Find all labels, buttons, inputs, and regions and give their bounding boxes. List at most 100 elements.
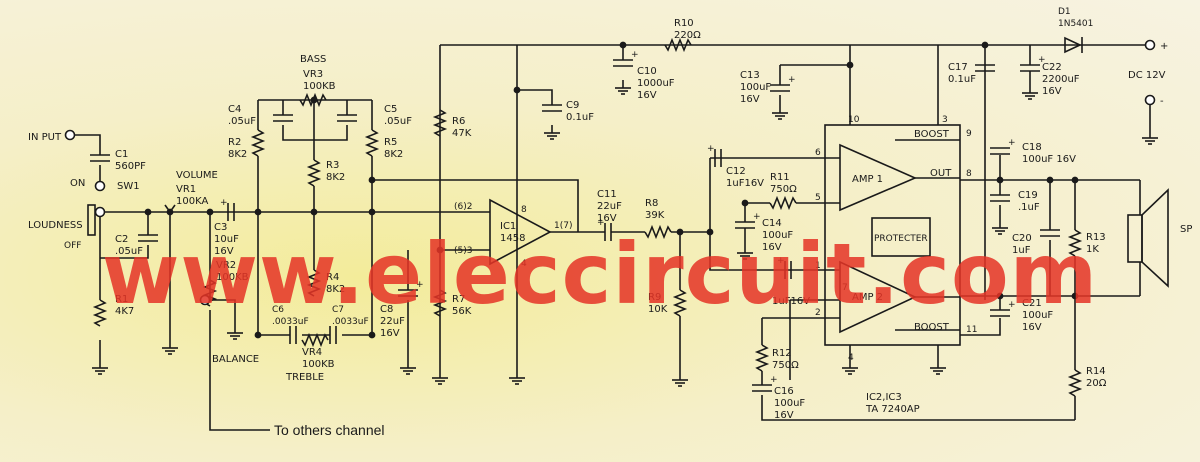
ground-symbol bbox=[432, 370, 448, 385]
ic-pin-10: 10 bbox=[848, 115, 860, 125]
c22-label-line-0: C22 bbox=[1042, 62, 1062, 73]
c17-capacitor bbox=[975, 64, 995, 72]
ic1-pin-2: (6)2 bbox=[454, 202, 472, 212]
c2-label-line-0: C2 bbox=[115, 234, 128, 245]
c5-label-line-1: .05uF bbox=[384, 116, 412, 127]
svg-text:+: + bbox=[597, 218, 605, 228]
out-label: OUT bbox=[930, 168, 952, 179]
dc-minus: - bbox=[1160, 96, 1164, 107]
c22-label-line-1: 2200uF bbox=[1042, 74, 1080, 85]
r12-resistor bbox=[754, 344, 770, 372]
r6-label-line-0: R6 bbox=[452, 116, 465, 127]
ic-pin-11: 11 bbox=[966, 325, 977, 335]
boost-bottom-label: BOOST bbox=[914, 322, 950, 333]
ic2-ic3-package bbox=[824, 124, 961, 346]
junction-dot bbox=[254, 331, 262, 339]
parts: ++++++++++++ bbox=[64, 36, 1169, 397]
c9-label-line-0: C9 bbox=[566, 100, 579, 111]
c4-capacitor bbox=[273, 114, 293, 122]
watermark: www.eleccircuit.com bbox=[101, 225, 1099, 323]
c16-label-line-1: 100uF bbox=[774, 398, 805, 409]
d1-label-line-1: 1N5401 bbox=[1058, 19, 1093, 29]
c2-label-line-1: .05uF bbox=[115, 246, 143, 257]
svg-text:+: + bbox=[416, 280, 424, 290]
treble-label: TREBLE bbox=[285, 372, 324, 383]
r12-label-line-0: R12 bbox=[772, 348, 792, 359]
c3-label-line-0: C3 bbox=[214, 222, 227, 233]
r4-resistor bbox=[306, 269, 322, 297]
c19-capacitor bbox=[990, 194, 1010, 202]
r6-label-line-1: 47K bbox=[452, 128, 472, 139]
c15-capacitor: + bbox=[777, 256, 792, 279]
svg-text:+: + bbox=[1008, 300, 1016, 310]
sw1-switch bbox=[87, 204, 96, 236]
wire bbox=[209, 310, 270, 431]
c3-label-line-2: 16V bbox=[214, 246, 234, 257]
c3-capacitor: + bbox=[220, 198, 235, 221]
r4-label-line-1: 8K2 bbox=[326, 284, 345, 295]
amp1-label: AMP 1 bbox=[852, 174, 883, 185]
r1-resistor bbox=[92, 299, 108, 327]
input-label: IN PUT bbox=[28, 132, 62, 143]
vr1-label-line-0: VR1 bbox=[176, 184, 196, 195]
c10-label-line-0: C10 bbox=[637, 66, 657, 77]
ground-symbol bbox=[615, 80, 631, 95]
vr3-label-line-1: 100KB bbox=[303, 81, 336, 92]
r2-resistor bbox=[250, 129, 266, 157]
r13-resistor bbox=[1067, 229, 1083, 257]
r9-label-line-0: R9 bbox=[648, 292, 661, 303]
r11-resistor bbox=[769, 195, 797, 211]
ic1-label-line-1: 1458 bbox=[500, 233, 525, 244]
r1-label-line-0: R1 bbox=[115, 294, 128, 305]
r9-label-line-1: 10K bbox=[648, 304, 668, 315]
r13-label-line-0: R13 bbox=[1086, 232, 1106, 243]
d1-label-line-0: D1 bbox=[1058, 7, 1071, 17]
c14-capacitor: + bbox=[735, 212, 761, 229]
sw1-label: SW1 bbox=[117, 181, 140, 192]
junction-dot bbox=[846, 61, 854, 69]
junction-dot bbox=[1046, 176, 1054, 184]
svg-text:+: + bbox=[753, 212, 761, 222]
loudness-label: LOUDNESS bbox=[28, 220, 83, 231]
on-label: ON bbox=[70, 178, 85, 189]
d1-diode bbox=[1064, 36, 1082, 54]
svg-text:+: + bbox=[1038, 55, 1046, 65]
ic1-pin-3: (5)3 bbox=[454, 246, 472, 256]
r8-label-line-0: R8 bbox=[645, 198, 658, 209]
r1-label-line-1: 4K7 bbox=[115, 306, 134, 317]
r5-resistor bbox=[364, 129, 380, 157]
r3-resistor bbox=[306, 159, 322, 187]
r13-label-line-1: 1K bbox=[1086, 244, 1099, 255]
wire bbox=[100, 245, 149, 259]
vr4-pot bbox=[301, 332, 329, 348]
svg-text:+: + bbox=[770, 375, 778, 385]
r4-label-line-0: R4 bbox=[326, 272, 339, 283]
bass-label: BASS bbox=[300, 54, 326, 65]
c14-label-line-2: 16V bbox=[762, 242, 782, 253]
c11-label-line-0: C11 bbox=[597, 189, 617, 200]
c22-capacitor: + bbox=[1020, 55, 1046, 72]
c12-capacitor: + bbox=[707, 144, 722, 167]
junction-dot bbox=[741, 199, 749, 207]
wire bbox=[70, 134, 101, 155]
ic1-pin-1: 1(7) bbox=[554, 221, 572, 231]
junction-dot bbox=[368, 176, 376, 184]
svg-text:+: + bbox=[220, 198, 228, 208]
c1-label-line-1: 560PF bbox=[115, 161, 146, 172]
r10-label-line-0: R10 bbox=[674, 18, 694, 29]
c18-label-line-1: 100uF 16V bbox=[1022, 154, 1076, 165]
r5-label-line-1: 8K2 bbox=[384, 149, 403, 160]
c21-capacitor: + bbox=[990, 300, 1016, 317]
c13-capacitor: + bbox=[770, 75, 796, 92]
c9-label-line-1: 0.1uF bbox=[566, 112, 594, 123]
c11-capacitor: + bbox=[597, 218, 612, 241]
c10-label-line-1: 1000uF bbox=[637, 78, 675, 89]
ic1-pin-8: 8 bbox=[521, 205, 527, 215]
ground-symbol bbox=[992, 220, 1008, 235]
ic23-label-line-1: TA 7240AP bbox=[865, 404, 920, 415]
junction-dot bbox=[368, 331, 376, 339]
c5-label-line-0: C5 bbox=[384, 104, 397, 115]
c16-label-line-0: C16 bbox=[774, 386, 794, 397]
r10-label-line-1: 220Ω bbox=[674, 30, 701, 41]
